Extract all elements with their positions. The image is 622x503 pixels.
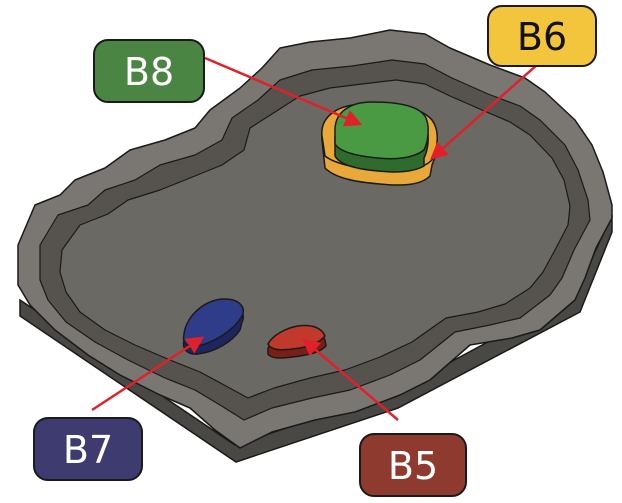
arrow-b6 [430, 63, 539, 160]
callout-b8-box [93, 39, 205, 103]
arrow-b5 [302, 338, 399, 421]
callout-b5: B5 [359, 433, 467, 497]
callout-b5-label: B5 [388, 444, 438, 488]
arrow-b8 [204, 56, 363, 127]
callout-b8-label: B8 [124, 50, 174, 94]
callout-b7-box [33, 417, 143, 481]
arrow-b7 [91, 336, 205, 412]
part-b8-piece [334, 101, 429, 173]
callout-b6: B6 [487, 5, 597, 67]
part-b8-top [334, 101, 429, 160]
callout-b6-box [487, 5, 597, 67]
callout-b6-label: B6 [517, 15, 567, 59]
callout-b5-box [359, 433, 467, 497]
callout-arrows [91, 56, 539, 421]
callout-b8: B8 [93, 39, 205, 103]
callout-b7: B7 [33, 417, 143, 481]
callout-b7-label: B7 [63, 428, 113, 472]
